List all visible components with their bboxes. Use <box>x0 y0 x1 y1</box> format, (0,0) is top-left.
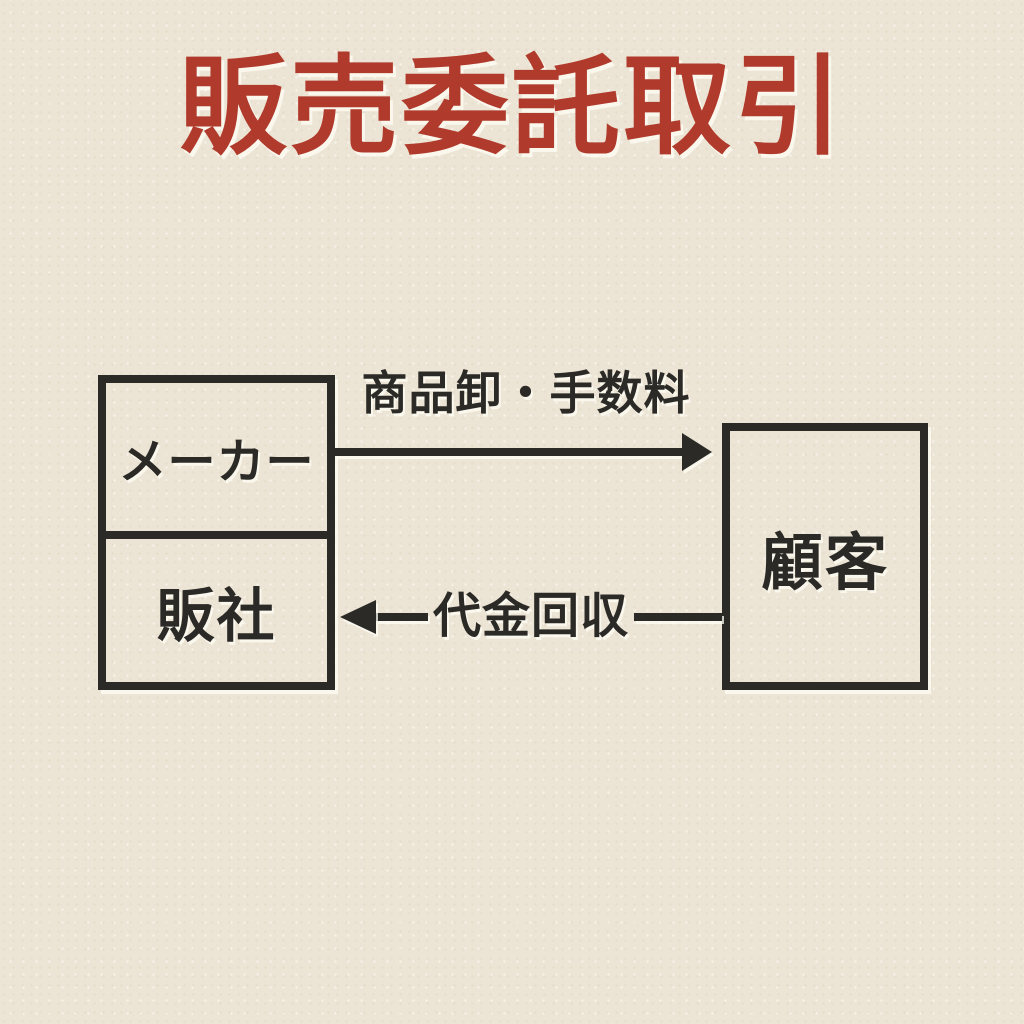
payment-arrow-line-right <box>634 613 722 621</box>
wholesale-fee-arrow-label: 商品卸・手数料 <box>361 367 691 419</box>
customer-box: 顧客 <box>722 423 928 690</box>
customer-label: 顧客 <box>760 528 889 598</box>
arrow-head-right-icon <box>682 433 712 471</box>
maker-sales-group: メーカー 販社 <box>98 375 335 690</box>
page-title: 販売委託取引 <box>178 46 845 167</box>
arrow-head-left-icon <box>340 600 376 634</box>
maker-label: メーカー <box>118 436 315 489</box>
sales-company-label: 販社 <box>156 583 277 649</box>
sales-company-box: 販社 <box>106 539 327 682</box>
payment-collection-arrow-label: 代金回収 <box>433 590 630 643</box>
maker-box: メーカー <box>106 383 327 539</box>
payment-arrow-line-left <box>376 613 428 621</box>
wholesale-fee-arrow-line <box>335 448 683 456</box>
payment-collection-arrow: 代金回収 <box>340 592 722 642</box>
